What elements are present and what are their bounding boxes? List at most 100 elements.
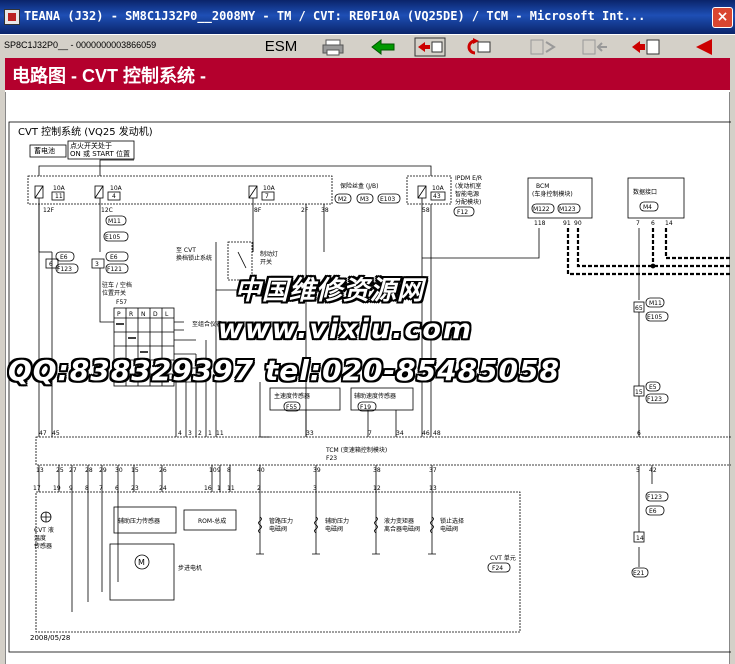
fuse-pin-58: 58 [422,207,430,214]
toolbar: SP8C1J32P0__ - 0000000003866059 ESM [0,34,735,58]
sec-pressure-label-2: 电磁阀 [325,525,343,533]
tcm-bot-pins-12: 39 [313,467,321,474]
tcm-bot-pins-11: 40 [257,467,265,474]
tcm-bot-pins-14: 37 [429,467,437,474]
fuse-4-rating: 10A [432,185,445,192]
prnd-switch: P R N D L [113,307,175,387]
line-pressure-label-1: 管路压力 [269,517,293,525]
next-page-icon[interactable] [630,37,662,57]
diagram-title: CVT 控制系统 (VQ25 发动机) [18,125,153,138]
page-header: 电路图 - CVT 控制系统 - [5,58,730,90]
fuse-pin-2f: 2F [301,207,309,214]
watermark-line-1: 中国维修资源网 [235,276,425,306]
conn-f123d: F123 [647,494,662,501]
conn-e103: E103 [380,196,395,203]
to-combo-meter-label: 至组合仪表 [192,320,222,328]
torque-converter-label-2: 离合器电磁阀 [384,525,420,533]
conn-e6c: E6 [649,508,657,515]
tcm-bot-pins-2: 27 [69,467,77,474]
tcm-bot-pins-3: 28 [85,467,93,474]
tcm-output-wires [38,465,433,612]
conn-m3: M3 [360,196,369,203]
tcm-bot-pins-8: 10 [209,467,217,474]
print-icon[interactable] [318,37,350,57]
motor-letter: M [138,558,145,567]
tcm-bot-pins-1: 25 [56,467,64,474]
fuse-3-number: 7 [265,193,269,200]
brake-switch-box [227,241,253,281]
tcm-top-pins-12: 6 [637,430,641,437]
tcm-top-pins-10: 46 [422,430,430,437]
fuse-pin-8f: 8F [254,207,262,214]
conn-m4: M4 [643,204,652,211]
tcm-module [35,436,731,466]
brake-label-2: 开关 [260,258,272,266]
conn-f123: F123 [57,266,72,273]
pin-3-label: 3 [95,261,99,268]
fuse-pin-38: 38 [321,207,329,214]
legend-ignition-box [67,140,135,160]
line-pressure-label-2: 电磁阀 [269,525,287,533]
conn-f19: F19 [360,404,371,411]
data-link-connector-box [627,177,685,219]
shift-switch-label-1: 驻车 / 空档 [102,281,132,289]
stepper-motor-label: 步进电机 [178,564,202,572]
cvt-unit [35,491,521,633]
app-icon [4,9,20,25]
fuse-11-no-box [51,191,65,201]
return-page-icon[interactable] [462,37,494,57]
pin-14-label: 14 [636,535,644,542]
conn-f23: F23 [326,455,337,462]
cvt-unit-label: CVT 单元 [490,554,516,562]
prnd-l: L [165,311,169,318]
previous-section-icon[interactable] [690,37,722,57]
solenoid-symbols [258,516,434,534]
conn-f121: F121 [107,266,122,273]
diagram-date: 2008/05/28 [30,634,70,642]
prnd-p: P [117,311,121,318]
cvt-pins-14: 13 [429,485,437,492]
pin-6-box [45,258,59,269]
prev-page-icon[interactable] [580,37,612,57]
conn-f57: F57 [116,299,127,306]
conn-e6b: E6 [110,254,118,261]
back-arrow-icon[interactable] [366,37,398,57]
cvt-pins-12: 3 [313,485,317,492]
tcm-top-pins-5: 1 [208,430,212,437]
pin-6-label: 6 [49,261,53,268]
tcm-top-pins-11: 48 [433,430,441,437]
diagram-viewer[interactable]: CVT 控制系统 (VQ25 发动机) 蓄电池 点火开关处于 ON 或 STAR… [5,92,731,664]
tcm-top-pins-0: 47 [39,430,47,437]
aux-pressure-sensor-label: 辅助压力传感器 [118,517,160,525]
goto-page-icon[interactable] [414,37,446,57]
conn-m2: M2 [338,196,347,203]
stepper-motor-box [109,543,175,601]
first-page-icon[interactable] [528,37,560,57]
watermark-line-3: QQ:838329397 tel:020-85485058 [8,354,560,387]
watermark-line-2: www.vixiu.com [218,314,474,345]
tcm-bot-pins-5: 30 [115,467,123,474]
conn-f24: F24 [492,565,503,572]
esm-button[interactable]: ESM [264,38,298,55]
prnd-d: D [153,311,158,318]
tcm-top-pins-1: 45 [52,430,60,437]
prnd-wires [99,268,196,383]
rom-label: ROM-总成 [198,517,226,525]
tcm-top-pins-2: 4 [178,430,182,437]
battery-feed-wire [38,165,432,176]
tcm-top-pins-3: 3 [188,430,192,437]
fuse-output-wires [38,198,432,437]
close-button[interactable]: × [712,7,733,28]
legend-ignition-line2: ON 或 START 位置 [70,149,130,158]
pin-65-label: 65 [635,305,643,312]
bcm-box [527,177,593,219]
cvt-pins-2: 9 [69,485,73,492]
motor-symbol [134,554,150,570]
tcm-bot-pins-0: 13 [36,467,44,474]
ipdm-label-1: IPDM E/R [455,175,482,182]
conn-e21: E21 [633,570,645,577]
jb-label: 保险丝盒 (J/B) [340,182,379,190]
tcm-bot-pins-16: 42 [649,467,657,474]
fuse-box-jb [27,175,333,205]
ipdm-label-3: 智能电源 [455,190,479,198]
